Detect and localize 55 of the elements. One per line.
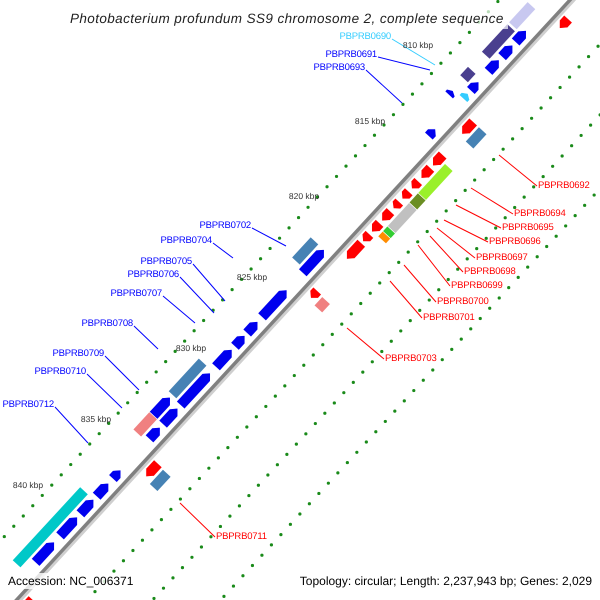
gene-label: PBPRB0693: [313, 61, 365, 75]
gene-label: PBPRB0708: [81, 317, 133, 331]
leader-line: [180, 502, 216, 538]
leader-line: [86, 374, 122, 408]
leader-line: [418, 244, 450, 286]
position-label: 820 kbp: [288, 190, 320, 202]
gene-label: PBPRB0700: [437, 295, 489, 309]
position-label: 840 kbp: [12, 479, 44, 491]
gene-label: PBPRB0696: [489, 235, 541, 249]
leader-line: [456, 204, 502, 228]
accession-label: Accession: NC_006371: [8, 573, 134, 589]
gene-label: PBPRB0697: [476, 251, 528, 265]
gene-label: PBPRB0710: [34, 365, 86, 379]
leader-line: [192, 264, 226, 302]
gene-label: PBPRB0690: [339, 30, 391, 44]
position-label: 815 kbp: [354, 115, 386, 127]
gene-label: PBPRB0699: [451, 279, 503, 293]
position-label: 810 kbp: [402, 39, 434, 51]
leader-line: [346, 328, 384, 360]
leader-line: [436, 228, 476, 258]
leader-line: [392, 38, 436, 66]
leader-line: [180, 276, 214, 314]
leader-line: [366, 70, 402, 104]
leader-line: [212, 242, 234, 258]
position-label: 825 kbp: [236, 271, 268, 283]
gene-label: PBPRB0692: [538, 179, 590, 193]
leader-line: [378, 56, 430, 70]
leader-line: [430, 236, 464, 272]
leader-line: [162, 296, 196, 324]
leader-line: [498, 154, 538, 186]
gene-label: PBPRB0695: [502, 221, 554, 235]
gene-label: PBPRB0701: [423, 311, 475, 325]
gene-label: PBPRB0703: [385, 352, 437, 366]
gene-label: PBPRB0705: [140, 255, 192, 269]
sequence-info: Topology: circular; Length: 2,237,943 bp; Genes: 2,029: [300, 573, 592, 589]
gene-label: PBPRB0709: [52, 347, 104, 361]
gene-label: PBPRB0704: [160, 234, 212, 248]
position-label: 830 kbp: [176, 342, 206, 354]
gene-label: PBPRB0707: [110, 287, 162, 301]
gene-label: PBPRB0706: [127, 268, 179, 282]
leader-line: [444, 220, 488, 242]
leader-line: [54, 406, 88, 444]
gene-label: PBPRB0702: [199, 219, 251, 233]
leader-line: [470, 188, 514, 214]
gene-label: PBPRB0698: [464, 265, 516, 279]
gene-label: PBPRB0691: [325, 48, 377, 62]
position-label: 835 kbp: [80, 413, 112, 425]
leader-line: [404, 264, 436, 302]
gene-label: PBPRB0712: [2, 398, 54, 412]
leader-line: [134, 326, 158, 350]
gene-label: PBPRB0711: [216, 530, 267, 544]
gene-label: PBPRB0694: [514, 207, 566, 221]
leader-line: [390, 280, 422, 318]
leader-line: [104, 356, 140, 390]
leader-line: [252, 228, 286, 246]
